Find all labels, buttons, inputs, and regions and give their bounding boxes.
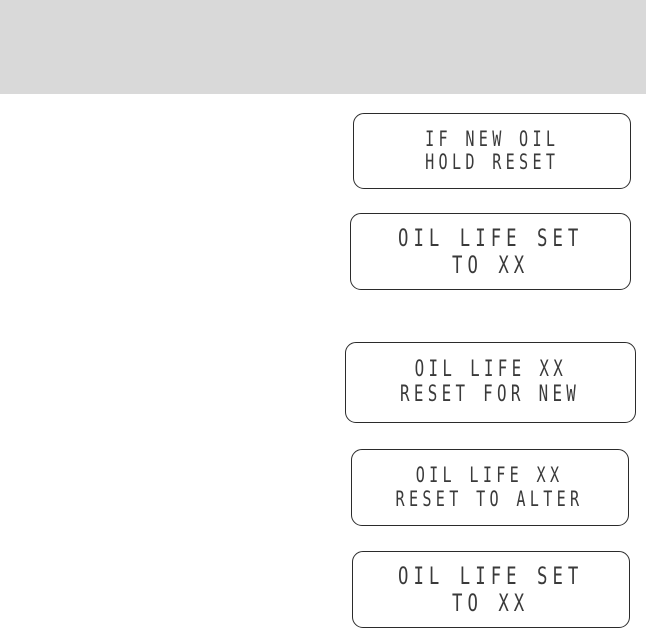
display-oil-life-reset-to-alter: OIL LIFE XX RESET TO ALTER — [351, 449, 629, 526]
display-line-2: TO XX — [452, 588, 530, 617]
display-oil-life-reset-for-new: OIL LIFE XX RESET FOR NEW — [345, 342, 636, 423]
display-line-1: OIL LIFE SET — [398, 562, 584, 591]
display-line-1: OIL LIFE SET — [397, 224, 584, 253]
display-if-new-oil: IF NEW OIL HOLD RESET — [353, 113, 631, 189]
display-oil-life-set-final: OIL LIFE SET TO XX — [352, 551, 630, 628]
display-line-2: RESET FOR NEW — [400, 381, 581, 407]
header-band — [0, 0, 646, 94]
display-line-1: IF NEW OIL — [424, 126, 560, 151]
display-oil-life-set: OIL LIFE SET TO XX — [350, 213, 631, 290]
display-line-1: OIL LIFE XX — [414, 357, 567, 383]
display-line-2: TO XX — [451, 250, 530, 279]
display-line-2: RESET TO ALTER — [396, 486, 584, 511]
display-line-1: OIL LIFE XX — [416, 463, 564, 488]
display-line-2: HOLD RESET — [424, 150, 560, 174]
